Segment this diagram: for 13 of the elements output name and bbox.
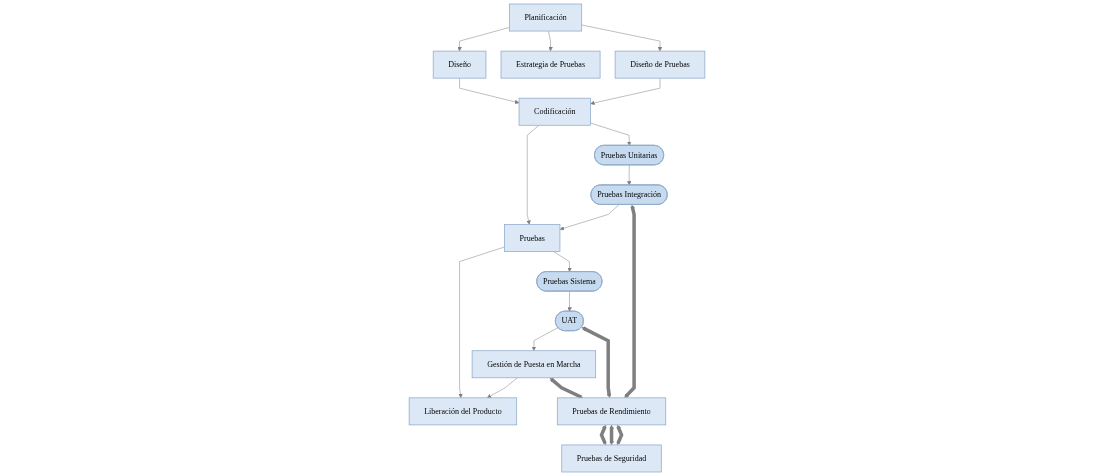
node-box: Planificación <box>508 3 583 32</box>
arrow <box>624 204 636 399</box>
node-box: Pruebas de Seguridad <box>561 444 662 473</box>
arrow <box>549 377 584 399</box>
node-box: Codificación <box>518 97 591 126</box>
node-box: Pruebas de Rendimiento <box>556 397 667 426</box>
node-box: Estrategia de Pruebas <box>500 50 601 79</box>
arrow <box>581 326 612 399</box>
node-box: Diseño de Pruebas <box>614 50 706 79</box>
node-box: Diseño <box>432 50 487 79</box>
node-box: Pruebas <box>504 224 561 252</box>
node-box: Gestión de Puesta en Marcha <box>471 350 597 379</box>
node-box: Liberación del Producto <box>408 397 518 426</box>
